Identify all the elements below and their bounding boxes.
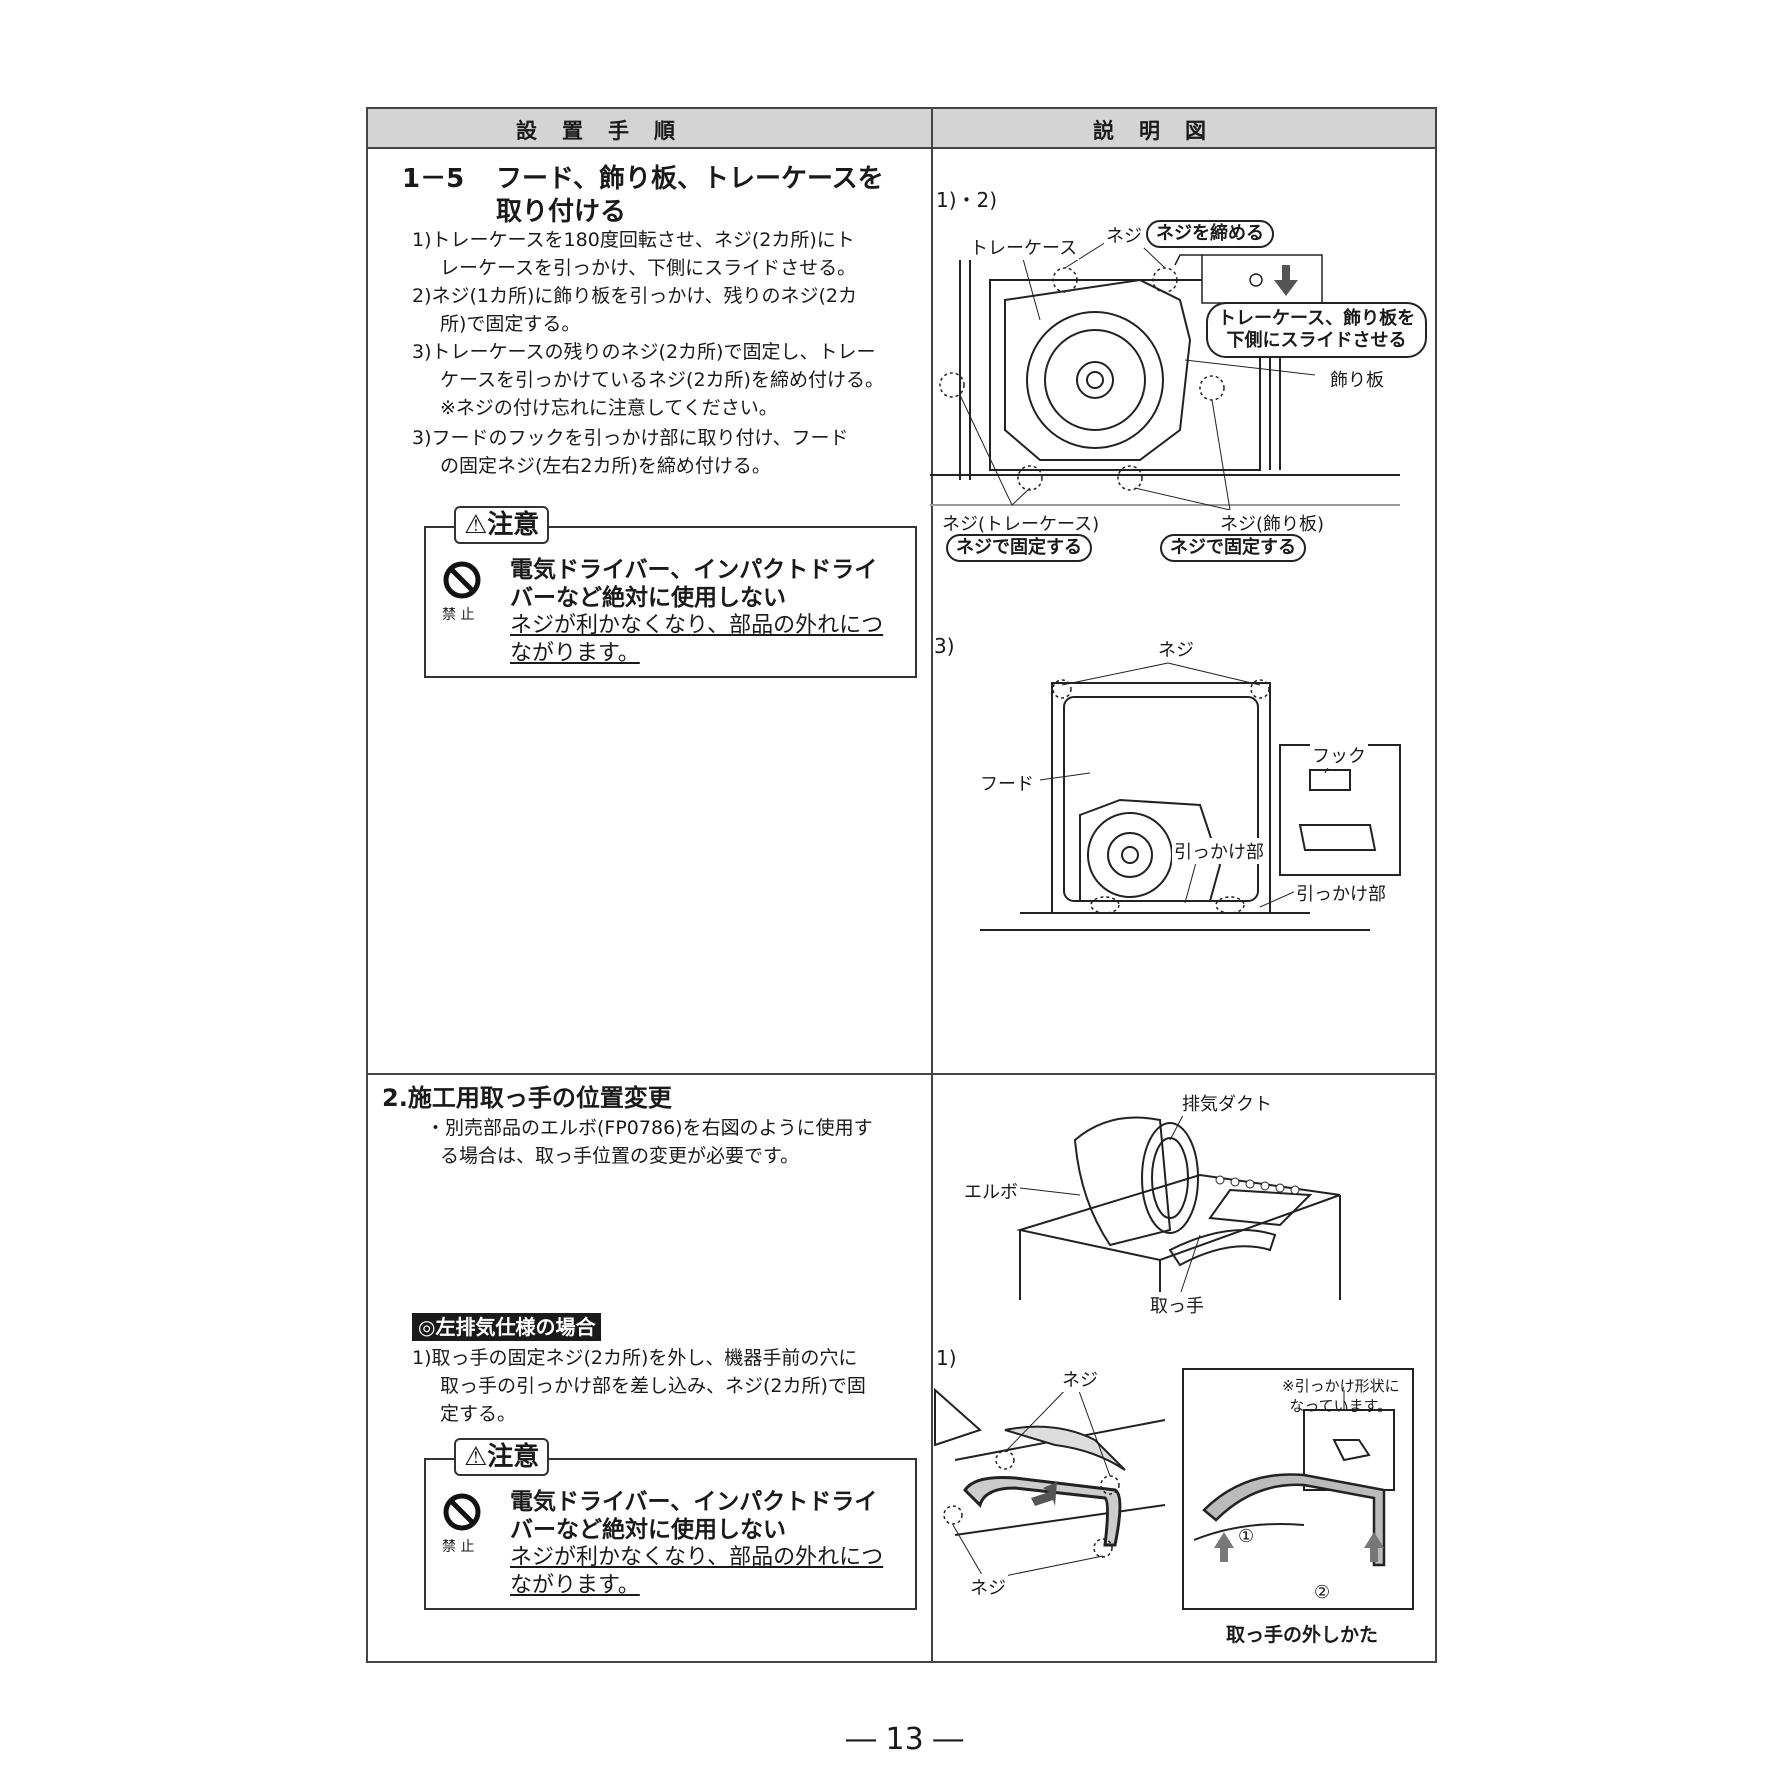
instruction-table: 設 置 手 順 説 明 図	[366, 107, 1437, 1663]
header-right-label: 説 明 図	[1093, 119, 1208, 143]
handle-detail-drawing	[1193, 1390, 1395, 1567]
section2-bullet-1: ・別売部品のエルボ(FP0786)を右図のように使用す	[426, 1117, 873, 1139]
caution-tag: ⚠注意	[454, 506, 550, 544]
label-screw: ネジ	[1104, 222, 1144, 248]
caution2-bold-2: バーなど絶対に使用しない	[510, 1517, 786, 1543]
label-catch-2: 引っかけ部	[1294, 880, 1388, 906]
detail-note: ※引っかけ形状に なっています。	[1282, 1376, 1400, 1416]
handle-diagram	[934, 1379, 1166, 1581]
label-elbow: エルボ	[962, 1178, 1020, 1204]
label-screw-hood: ネジ	[1156, 636, 1196, 662]
pill-tighten: ネジを締める	[1146, 220, 1274, 248]
circled-1: ①	[1238, 1526, 1255, 1547]
caution-tag-2: ⚠注意	[454, 1438, 550, 1476]
slide-line-2: 下側にスライドさせる	[1226, 330, 1407, 351]
label-catch-1: 引っかけ部	[1172, 838, 1266, 864]
left-exhaust-label: ◎左排気仕様の場合	[412, 1313, 602, 1341]
label-hood: フード	[978, 770, 1036, 796]
section2-title: 2.施工用取っ手の位置変更	[382, 1084, 672, 1112]
prohibit-icon	[443, 561, 481, 599]
label-screw-bottom: ネジ	[968, 1574, 1008, 1600]
label-screw-deco: ネジ(飾り板)	[1218, 510, 1327, 536]
prohibit-label: 禁 止	[442, 607, 475, 623]
label-hook: フック	[1310, 742, 1368, 768]
fig2-step: 3)	[934, 634, 955, 658]
prohibit-icon	[443, 1493, 481, 1531]
step-line: 3)フードのフックを引っかけ部に取り付け、フード	[412, 427, 849, 449]
caution-note-1: ネジが利かなくなり、部品の外れにつ	[510, 613, 884, 638]
step-line: ケースを引っかけているネジ(2カ所)を締め付ける。	[440, 369, 884, 391]
step-line: 2)ネジ(1カ所)に飾り板を引っかけ、残りのネジ(2カ	[412, 285, 857, 307]
page-number: ― 13 ―	[846, 1722, 964, 1757]
label-screw-tray: ネジ(トレーケース)	[940, 510, 1102, 536]
detail-caption: 取っ手の外しかた	[1226, 1624, 1379, 1646]
caution-bold-2: バーなど絶対に使用しない	[510, 585, 786, 611]
fig4-step: 1)	[936, 1346, 957, 1370]
pill-fix-1: ネジで固定する	[946, 534, 1092, 562]
fan-diagram-1	[930, 229, 1400, 511]
prohibit-label-2: 禁 止	[442, 1539, 475, 1555]
elbow-diagram	[1016, 1101, 1341, 1300]
section2-step-1a: 1)取っ手の固定ネジ(2カ所)を外し、機器手前の穴に	[412, 1347, 858, 1369]
step-line: 1)トレーケースを180度回転させ、ネジ(2カ所)にト	[412, 229, 855, 251]
section2-step-1b: 取っ手の引っかけ部を差し込み、ネジ(2カ所)で固	[440, 1375, 866, 1397]
step-line: 3)トレーケースの残りのネジ(2カ所)で固定し、トレー	[412, 341, 876, 363]
step-line: 所)で固定する。	[440, 313, 581, 335]
section1-title-2: 取り付ける	[496, 197, 627, 227]
step-line: ※ネジの付け忘れに注意してください。	[440, 397, 778, 419]
caution2-note-1: ネジが利かなくなり、部品の外れにつ	[510, 1545, 884, 1570]
label-handle: 取っ手	[1148, 1292, 1206, 1318]
caution-box: ⚠注意 禁 止 電気ドライバー、インパクトドライ バーなど絶対に使用しない ネジ…	[424, 506, 917, 678]
label-deco-board: 飾り板	[1328, 366, 1386, 392]
step-line: の固定ネジ(左右2カ所)を締め付ける。	[440, 455, 771, 477]
detail-note-1: ※引っかけ形状に	[1282, 1377, 1400, 1395]
label-tray-case: トレーケース	[968, 234, 1080, 260]
header-left-label: 設 置 手 順	[516, 119, 677, 143]
section2-bullet-2: る場合は、取っ手位置の変更が必要です。	[440, 1145, 800, 1167]
caution-box-2: ⚠注意 禁 止 電気ドライバー、インパクトドライ バーなど絶対に使用しない ネジ…	[424, 1438, 917, 1610]
caution2-note-2: ながります。	[510, 1573, 640, 1598]
caution2-bold-1: 電気ドライバー、インパクトドライ	[510, 1489, 878, 1515]
label-duct: 排気ダクト	[1180, 1090, 1274, 1116]
caution-bold-1: 電気ドライバー、インパクトドライ	[510, 557, 878, 583]
fig1-step: 1)・2)	[936, 188, 998, 212]
circled-2: ②	[1314, 1582, 1331, 1603]
step-line: レーケースを引っかけ、下側にスライドさせる。	[440, 257, 857, 279]
hood-diagram	[980, 662, 1401, 931]
column-divider	[931, 109, 933, 1661]
slide-line-1: トレーケース、飾り板を	[1218, 308, 1416, 329]
caution-note-2: ながります。	[510, 641, 640, 666]
pill-slide: トレーケース、飾り板を 下側にスライドさせる	[1206, 302, 1428, 358]
label-screw-top: ネジ	[1060, 1366, 1100, 1392]
section2-step-1c: 定する。	[440, 1403, 517, 1425]
row-divider	[368, 1073, 1435, 1075]
section1-title-1: フード、飾り板、トレーケースを	[496, 164, 884, 194]
header-right: 説 明 図	[933, 109, 1435, 149]
pill-fix-2: ネジで固定する	[1160, 534, 1306, 562]
section1-number: 1－5	[402, 164, 465, 194]
detail-note-2: なっています。	[1289, 1397, 1393, 1415]
header-left: 設 置 手 順	[368, 109, 931, 149]
detail-box: ※引っかけ形状に なっています。 ① ②	[1182, 1368, 1414, 1610]
